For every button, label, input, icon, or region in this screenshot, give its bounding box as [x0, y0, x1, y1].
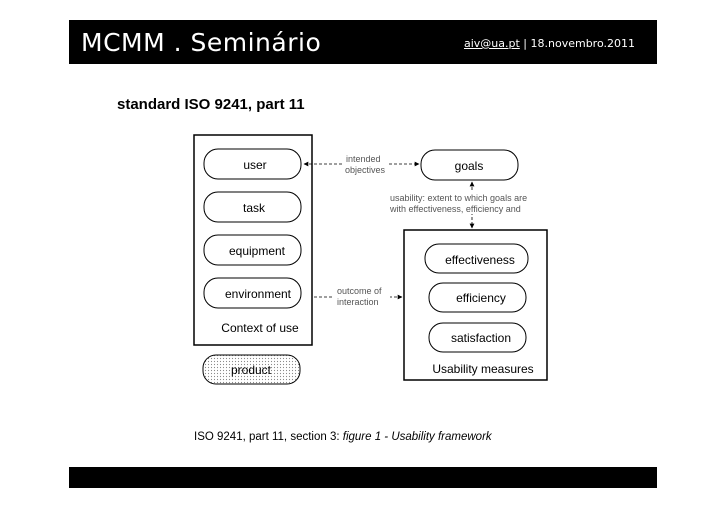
user-label: user: [243, 158, 266, 172]
task-label: task: [243, 201, 266, 215]
caption-figure: figure 1 - Usability framework: [342, 431, 492, 443]
section-title: standard ISO 9241, part 11: [117, 96, 305, 113]
usability-definition-1: usability: extent to which goals are: [390, 193, 527, 203]
equipment-label: equipment: [229, 244, 286, 258]
effectiveness-box: [424, 243, 529, 274]
intended-objectives-label-1: intended: [346, 154, 381, 164]
environment-box: [203, 277, 302, 309]
header-separator: |: [523, 37, 528, 50]
outcome-label-2: interaction: [337, 297, 379, 307]
efficiency-label: efficiency: [456, 291, 506, 305]
email-link[interactable]: aiv@ua.pt: [463, 37, 520, 50]
header-date: 18.novembro.2011: [530, 37, 635, 50]
product-box: [202, 354, 301, 385]
usability-definition-2: with effectiveness, efficiency and: [389, 204, 521, 214]
environment-label: environment: [225, 287, 292, 301]
user-box: [203, 148, 302, 180]
outcome-label-1: outcome of: [337, 286, 382, 296]
task-box: [203, 191, 302, 223]
caption-prefix: ISO 9241, part 11, section 3:: [194, 431, 343, 443]
equipment-box: [203, 234, 302, 266]
slide-footer: [69, 467, 657, 488]
goals-label: goals: [455, 159, 484, 173]
slide-title: MCMM . Seminário: [81, 28, 322, 57]
usability-measures-label: Usability measures: [432, 362, 533, 376]
intended-objectives-label-2: objectives: [345, 165, 386, 175]
efficiency-box: [428, 282, 527, 313]
header-meta: aiv@ua.pt | 18.novembro.2011: [464, 37, 635, 50]
satisfaction-label: satisfaction: [451, 331, 511, 345]
context-of-use-label: Context of use: [221, 321, 299, 335]
satisfaction-box: [428, 322, 527, 353]
effectiveness-label: effectiveness: [445, 253, 515, 267]
product-label: product: [231, 363, 272, 377]
slide-header: MCMM . Seminário aiv@ua.pt | 18.novembro…: [69, 20, 657, 64]
figure-caption: ISO 9241, part 11, section 3: figure 1 -…: [194, 431, 492, 443]
goals-box: [420, 149, 519, 181]
